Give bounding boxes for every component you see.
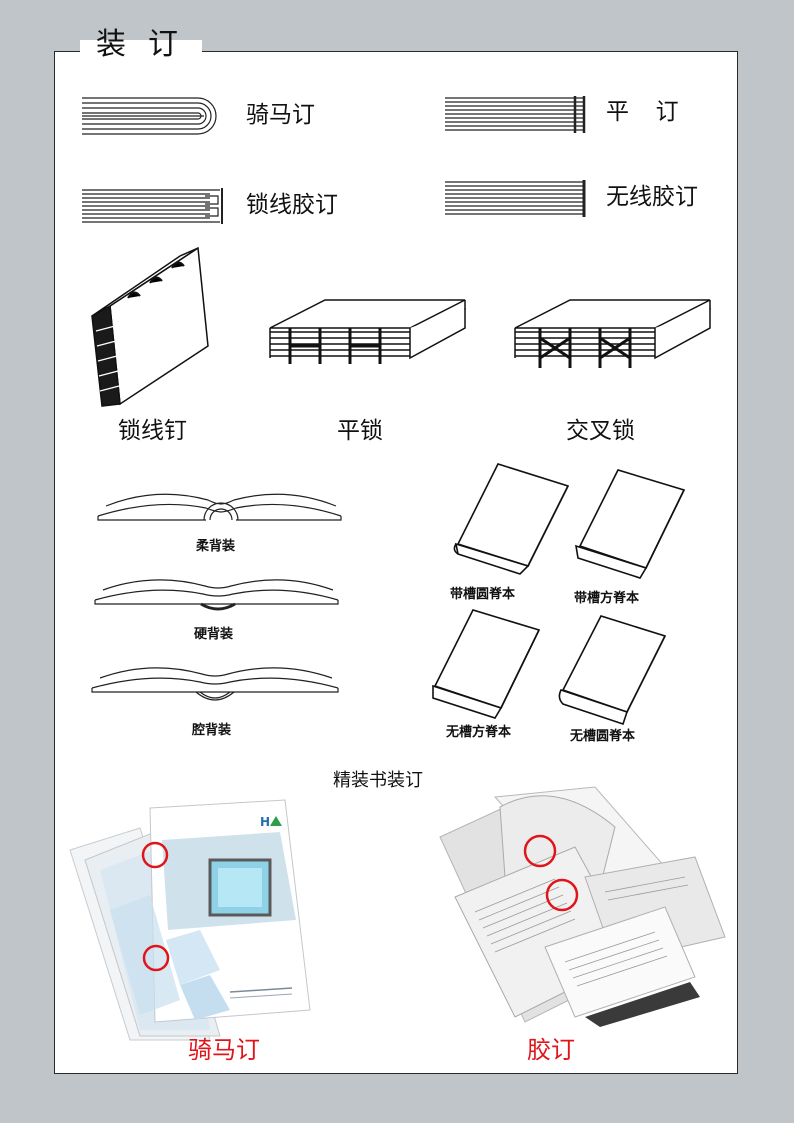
flexible-spine-label: 柔背装 xyxy=(196,540,235,553)
sewn-perfect-binding-diagram-icon xyxy=(80,188,230,224)
flexible-spine-icon xyxy=(96,478,346,528)
perfect-bound-photo-label: 胶订 xyxy=(527,1038,575,1062)
ungrooved-square-spine-book-icon xyxy=(425,608,545,720)
hollow-spine-label: 腔背装 xyxy=(192,724,231,737)
thread-sewn-label: 锁线钉 xyxy=(118,420,187,443)
hollow-spine-icon xyxy=(90,658,345,706)
grooved-round-spine-book-icon xyxy=(448,462,573,577)
hard-spine-icon xyxy=(93,566,343,616)
perfect-binding-label: 无线胶订 xyxy=(606,186,698,209)
cross-lock-stitch-icon xyxy=(510,298,715,376)
sewn-perfect-binding-label: 锁线胶订 xyxy=(246,194,338,217)
hardcover-section-caption: 精装书装订 xyxy=(333,772,423,790)
hard-spine-label: 硬背装 xyxy=(194,628,233,641)
side-stitch-label: 平 订 xyxy=(606,101,683,124)
flat-lock-stitch-icon xyxy=(265,298,470,376)
saddle-stitch-label: 骑马订 xyxy=(246,104,315,127)
svg-text:H: H xyxy=(260,815,270,829)
grooved-square-spine-book-icon xyxy=(570,468,690,580)
perfect-bound-book-photo xyxy=(435,787,735,1027)
grooved-square-spine-label: 带槽方脊本 xyxy=(574,592,639,605)
flat-lock-label: 平锁 xyxy=(337,420,383,443)
page-title: 装订 xyxy=(96,30,200,60)
side-stitch-diagram-icon xyxy=(443,96,588,134)
ungrooved-round-spine-label: 无槽圆脊本 xyxy=(570,730,635,743)
thread-sewn-book-icon xyxy=(88,246,213,406)
ungrooved-round-spine-book-icon xyxy=(553,614,673,726)
saddle-stitch-diagram-icon xyxy=(80,96,230,136)
grooved-round-spine-label: 带槽圆脊本 xyxy=(450,588,515,601)
cross-lock-label: 交叉锁 xyxy=(566,420,635,443)
perfect-binding-diagram-icon xyxy=(443,180,588,218)
saddle-stitch-photo-label: 骑马订 xyxy=(188,1038,260,1062)
ungrooved-square-spine-label: 无槽方脊本 xyxy=(446,726,511,739)
saddle-stitch-brochure-photo: H xyxy=(70,800,315,1040)
